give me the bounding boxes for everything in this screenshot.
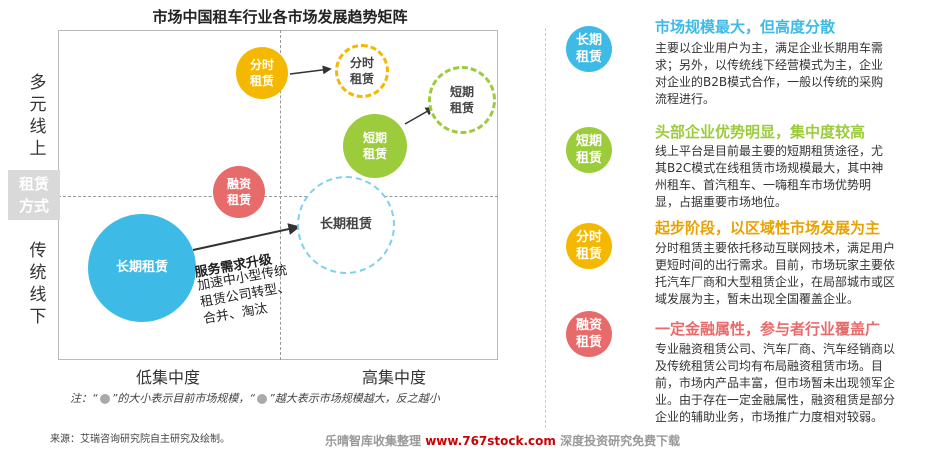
source-note: 来源：艾瑞咨询研究院自主研究及绘制。	[50, 434, 230, 445]
finance-description: 专业融资租赁公司、汽车厂商、汽车经销商以 及传统租赁公司均有布局融资租赁市场。目…	[655, 341, 895, 426]
finance-icon: 融资 租赁	[566, 311, 612, 357]
bubble-timeshare-current: 分时 租赁	[236, 47, 288, 99]
arrow-timeshare	[289, 65, 332, 75]
note-text: 注：“	[70, 392, 98, 405]
desc-line: 主要以企业用户为主，满足企业长期用车需	[655, 41, 884, 55]
arrow-long	[192, 223, 301, 251]
y-axis-bottom-char: 统	[29, 263, 47, 283]
desc-line: 分时租赁主要依托移动互联网技术，满足用户	[655, 241, 896, 255]
desc-line: 显，占据重要市场地位。	[655, 195, 788, 209]
desc-line: 流程进行。	[655, 92, 716, 106]
y-axis-bottom-char: 下	[29, 307, 47, 327]
desc-line: 线上平台是目前最主要的短期租赁途径，尤	[655, 144, 884, 158]
desc-line: 及传统租赁公司均有布局融资租赁市场。目	[655, 359, 884, 373]
x-axis-left-label: 低集中度	[136, 368, 201, 387]
note-text: ”的大小表示目前市场规模，“	[111, 392, 256, 405]
desc-line: 业。由于存在一定金融属性，融资租赁是部分	[655, 393, 896, 407]
matrix-title: 市场中国租车行业各市场发展趋势矩阵	[152, 8, 408, 26]
bubble-shortterm-future: 短期 租赁	[428, 66, 496, 134]
bubble-shortterm-current: 短期 租赁	[343, 114, 407, 178]
y-axis-bottom-label: 传 统 线 下	[26, 240, 50, 328]
watermark-text: 乐晴智库收集整理	[325, 434, 426, 448]
timeshare-heading: 起步阶段，以区域性市场发展为主	[655, 219, 881, 237]
desc-line: 州租车、首汽租车、一嗨租车市场优势明	[655, 178, 872, 192]
timeshare-icon: 分时 租赁	[566, 223, 612, 269]
bubble-longterm-current: 长期租赁	[88, 214, 196, 322]
y-axis-top-label: 多 元 线 上	[26, 72, 50, 160]
vertical-divider	[280, 30, 281, 360]
desc-line: 其B2C模式在线租赁市场规模最大，其中神	[655, 161, 884, 175]
y-axis-bottom-char: 传	[29, 241, 47, 261]
bubble-finance: 融资 租赁	[213, 166, 265, 218]
watermark-url: www.767stock.com	[425, 434, 556, 448]
y-axis-top-char: 元	[29, 95, 47, 115]
desc-line: 托汽车厂商和大型租赁企业，在局部城市或区	[655, 275, 896, 289]
y-axis-center-line: 租赁	[18, 175, 49, 193]
desc-line: 对企业的B2B模式合作，一般以传统的采购	[655, 75, 884, 89]
finance-heading: 一定金融属性，参与者行业覆盖广	[655, 320, 881, 338]
y-axis-center-label: 租赁 方式	[8, 170, 60, 220]
desc-line: 更短时间的出行需求。目前，市场玩家主要依	[655, 258, 896, 272]
watermark: 乐晴智库收集整理 www.767stock.com 深度投资研究免费下载	[325, 432, 680, 449]
y-axis-top-char: 线	[29, 117, 47, 137]
bubble-longterm-future: 长期租赁	[297, 176, 395, 274]
arrow-short	[404, 107, 435, 125]
horizontal-divider	[58, 196, 498, 197]
desc-line: 前，市场内产品丰富，但市场暂未出现领军企	[655, 376, 896, 390]
longterm-heading: 市场规模最大，但高度分散	[655, 18, 836, 36]
y-axis-top-char: 多	[29, 73, 47, 93]
panel-separator	[545, 28, 546, 428]
shortterm-heading: 头部企业优势明显，集中度较高	[655, 123, 866, 141]
watermark-text: 深度投资研究免费下载	[555, 434, 681, 448]
x-axis-right-label: 高集中度	[362, 368, 427, 387]
longterm-description: 主要以企业用户为主，满足企业长期用车需 求；另外，以传统线下经营模式为主，企业 …	[655, 40, 883, 108]
size-note: 注：“ ”的大小表示目前市场规模，“ ”越大表示市场规模越大，反之越小	[70, 390, 440, 406]
desc-line: 专业融资租赁公司、汽车厂商、汽车经销商以	[655, 342, 896, 356]
bubble-timeshare-future: 分时 租赁	[335, 44, 389, 98]
desc-line: 求；另外，以传统线下经营模式为主，企业	[655, 58, 884, 72]
timeshare-description: 分时租赁主要依托移动互联网技术，满足用户 更短时间的出行需求。目前，市场玩家主要…	[655, 240, 895, 308]
gray-dot-icon	[99, 394, 110, 404]
gray-dot-icon	[257, 394, 268, 404]
shortterm-icon: 短期 租赁	[566, 127, 612, 173]
y-axis-bottom-char: 线	[29, 285, 47, 305]
y-axis-top-char: 上	[29, 139, 47, 159]
shortterm-description: 线上平台是目前最主要的短期租赁途径，尤 其B2C模式在线租赁市场规模最大，其中神…	[655, 143, 883, 211]
longterm-icon: 长期 租赁	[566, 26, 612, 72]
desc-line: 企业的辅助业务，市场推广力度相对较弱。	[655, 410, 884, 424]
note-text: ”越大表示市场规模越大，反之越小	[269, 392, 440, 405]
desc-line: 域发展为主，暂未出现全国覆盖企业。	[655, 292, 860, 306]
y-axis-center-line: 方式	[18, 197, 49, 215]
